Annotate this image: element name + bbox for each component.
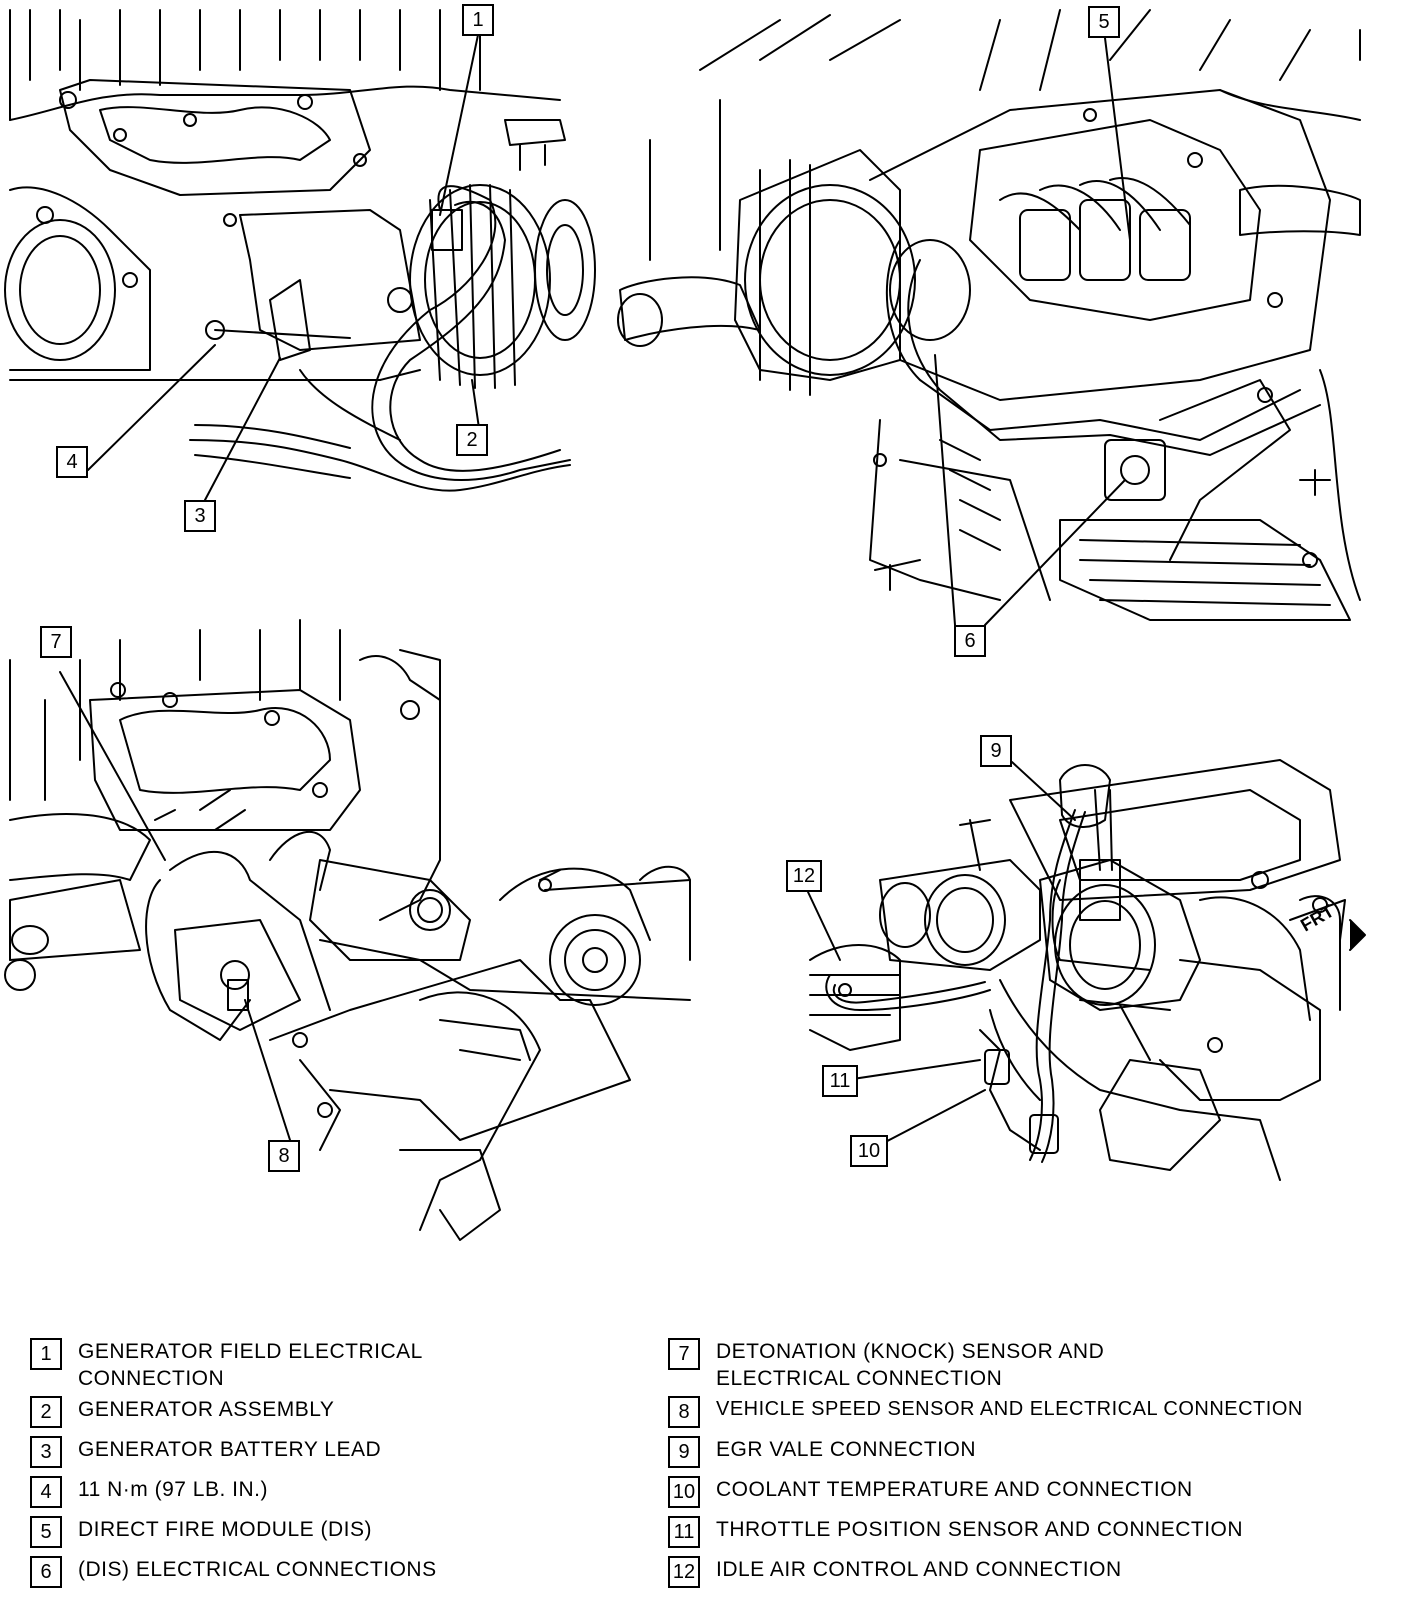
legend-item: 3 GENERATOR BATTERY LEAD (30, 1436, 690, 1476)
callout-1: 1 (462, 4, 494, 36)
callout-5: 5 (1088, 6, 1120, 38)
legend-item: 2 GENERATOR ASSEMBLY (30, 1396, 690, 1436)
legend-number: 7 (668, 1338, 700, 1370)
legend-left-column: 1 GENERATOR FIELD ELECTRICAL CONNECTION … (30, 1338, 690, 1596)
leader-5 (1104, 37, 1131, 241)
legend-number: 10 (668, 1476, 700, 1508)
legend-item: 11 THROTTLE POSITION SENSOR AND CONNECTI… (668, 1516, 1328, 1556)
callout-3: 3 (184, 500, 216, 532)
legend-number: 11 (668, 1516, 700, 1548)
legend-text: EGR VALE CONNECTION (716, 1438, 976, 1461)
leader-6a (934, 354, 956, 626)
engine-component-illustrations (4, 9, 1366, 1241)
legend-item: 4 11 N·m (97 LB. IN.) (30, 1476, 690, 1516)
leader-9 (1011, 761, 1076, 821)
legend-text: VEHICLE SPEED SENSOR AND ELECTRICAL CONN… (716, 1398, 1303, 1420)
callout-9: 9 (980, 735, 1012, 767)
leader-12 (807, 891, 841, 961)
legend-text: THROTTLE POSITION SENSOR AND CONNECTION (716, 1518, 1244, 1541)
legend-number: 4 (30, 1476, 62, 1508)
legend-text: IDLE AIR CONTROL AND CONNECTION (716, 1558, 1122, 1581)
leader-1 (439, 34, 479, 216)
dis-module-view (617, 9, 1361, 621)
generator-view (4, 9, 596, 492)
legend-text: GENERATOR FIELD ELECTRICAL CONNECTION (78, 1340, 423, 1390)
throttle-body-view (809, 759, 1366, 1181)
callout-10: 10 (850, 1135, 888, 1167)
knock-sensor-view (4, 619, 691, 1241)
callout-7: 7 (40, 626, 72, 658)
leader-7 (59, 671, 166, 861)
legend-number: 9 (668, 1436, 700, 1468)
legend-number: 1 (30, 1338, 62, 1370)
callout-11: 11 (822, 1065, 858, 1097)
legend-item: 1 GENERATOR FIELD ELECTRICAL CONNECTION (30, 1338, 690, 1396)
callout-8: 8 (268, 1140, 300, 1172)
legend-text: (DIS) ELECTRICAL CONNECTIONS (78, 1558, 437, 1581)
leader-4 (87, 344, 216, 471)
leader-10 (869, 1089, 986, 1151)
callout-4: 4 (56, 446, 88, 478)
legend-item: 10 COOLANT TEMPERATURE AND CONNECTION (668, 1476, 1328, 1516)
legend-text: DETONATION (KNOCK) SENSOR AND ELECTRICAL… (716, 1340, 1105, 1390)
legend-text: COOLANT TEMPERATURE AND CONNECTION (716, 1478, 1193, 1501)
legend-text: GENERATOR ASSEMBLY (78, 1398, 335, 1421)
legend-number: 6 (30, 1556, 62, 1588)
leader-8 (244, 999, 291, 1141)
legend-right-column: 7 DETONATION (KNOCK) SENSOR AND ELECTRIC… (668, 1338, 1328, 1596)
callout-12: 12 (786, 860, 822, 892)
leader-11 (845, 1059, 981, 1081)
legend-item: 9 EGR VALE CONNECTION (668, 1436, 1328, 1476)
callout-2: 2 (456, 424, 488, 456)
legend-number: 3 (30, 1436, 62, 1468)
legend-number: 12 (668, 1556, 700, 1588)
leader-lines (59, 34, 1131, 1151)
legend-text: DIRECT FIRE MODULE (DIS) (78, 1518, 372, 1541)
legend-number: 5 (30, 1516, 62, 1548)
legend-item: 7 DETONATION (KNOCK) SENSOR AND ELECTRIC… (668, 1338, 1328, 1396)
legend-number: 2 (30, 1396, 62, 1428)
callout-6: 6 (954, 625, 986, 657)
legend-text: GENERATOR BATTERY LEAD (78, 1438, 382, 1461)
legend-number: 8 (668, 1396, 700, 1428)
legend-item: 5 DIRECT FIRE MODULE (DIS) (30, 1516, 690, 1556)
legend-item: 12 IDLE AIR CONTROL AND CONNECTION (668, 1556, 1328, 1596)
leader-3 (204, 357, 281, 501)
legend-text: 11 N·m (97 LB. IN.) (78, 1478, 268, 1501)
legend-item: 6 (DIS) ELECTRICAL CONNECTIONS (30, 1556, 690, 1596)
legend-item: 8 VEHICLE SPEED SENSOR AND ELECTRICAL CO… (668, 1396, 1328, 1436)
leader-6b (984, 479, 1126, 626)
